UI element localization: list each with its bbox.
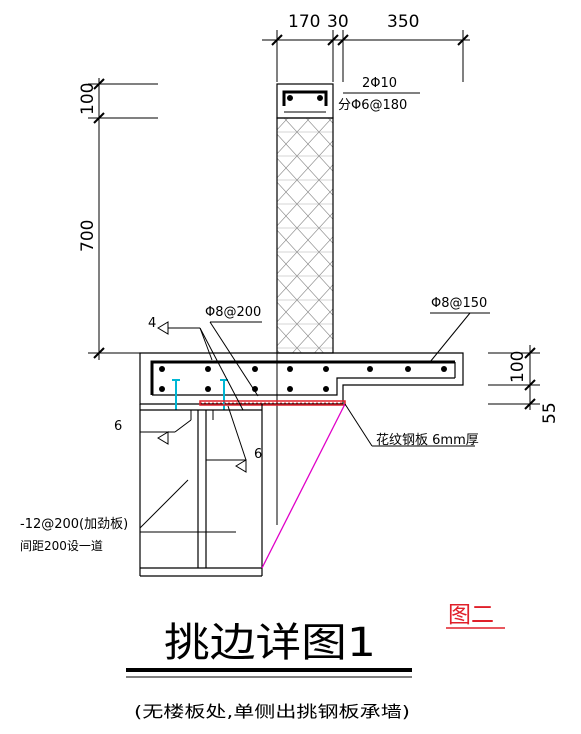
dim-350: 350 <box>387 12 419 32</box>
left-dimension <box>88 78 158 360</box>
rebar-main-label: 2Φ10 <box>362 76 397 91</box>
brick-wall <box>276 117 334 525</box>
drawing-title: 挑边详图1 <box>164 620 376 666</box>
leaders <box>139 312 490 533</box>
rebar-dots <box>159 366 447 392</box>
rebar-dist-label: 分Φ6@180 <box>338 98 407 113</box>
steel-plate <box>199 400 346 406</box>
figure-tag: 图二 <box>448 602 494 628</box>
slope-line <box>261 403 346 569</box>
weld-6-mid-label: 6 <box>254 447 262 462</box>
weld-6-left-label: 6 <box>114 419 122 434</box>
rebar-slab-a-label: Φ8@200 <box>205 305 261 320</box>
steel-beam <box>139 404 263 577</box>
stiffener-label-1: -12@200(加劲板) <box>20 517 128 532</box>
dim-100-left: 100 <box>78 83 98 115</box>
steel-plate-label: 花纹钢板 6mm厚 <box>376 432 479 448</box>
right-dimension <box>488 345 540 410</box>
stiffener-label-2: 间距200设一道 <box>20 539 103 553</box>
title-underline-thick <box>126 668 412 672</box>
weld-4-label: 4 <box>148 316 156 331</box>
coping-beam <box>276 83 334 119</box>
dim-170: 170 <box>288 12 320 32</box>
dim-100-right: 100 <box>508 351 528 383</box>
concrete-slab <box>139 352 464 405</box>
top-dimension <box>262 30 470 82</box>
dim-55: 55 <box>540 402 560 424</box>
dim-700: 700 <box>78 220 98 252</box>
rebar-slab-b-label: Φ8@150 <box>431 296 487 311</box>
drawing-subtitle: (无楼板处,单侧出挑钢板承墙) <box>134 702 410 721</box>
dim-30: 30 <box>327 12 349 32</box>
